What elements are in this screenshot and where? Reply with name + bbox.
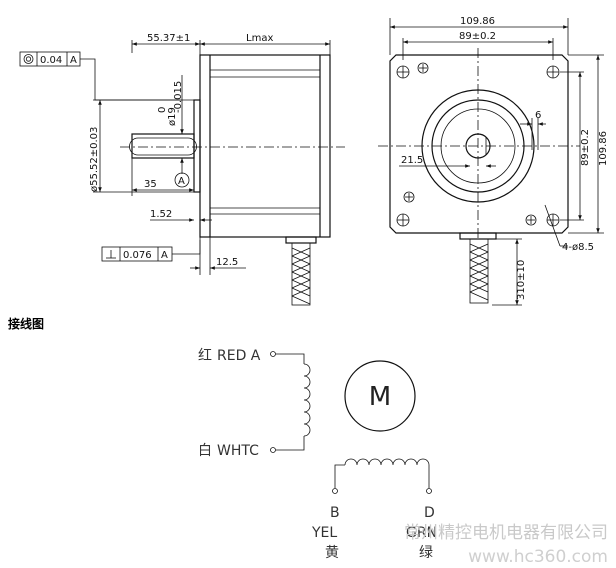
motor-body: [199, 54, 331, 238]
flange-length-label: 55.37±1: [147, 33, 190, 44]
wire-a-label: RED A: [217, 348, 261, 364]
wire-c-label: WHTC: [217, 443, 259, 459]
flange-thickness-label: 1.52: [150, 209, 172, 220]
pilot-tol-upper: 0: [157, 107, 168, 113]
flatness-icon: [23, 54, 34, 64]
perpendicularity-frame: 0.076 A: [101, 240, 201, 262]
flat-depth-label: 21.5: [401, 155, 423, 166]
flatness-ref: A: [70, 55, 77, 66]
lead-wires-front: [469, 238, 489, 304]
hole-spacing-h-label: 89±0.2: [459, 31, 496, 42]
side-view: 0.04 A 55.37±1 Lmax 0 -0.015 ø19: [19, 33, 345, 306]
motor-label: M: [369, 382, 391, 412]
datum-a-marker: [174, 172, 190, 188]
perp-value: 0.076: [123, 250, 152, 261]
overall-width-label: 109.86: [460, 16, 495, 27]
wire-b-cn: 黄: [325, 544, 339, 561]
front-view: 109.86 89±0.2 6: [378, 16, 609, 306]
motor-symbol: [344, 360, 416, 432]
wire-d-cn: 绿: [419, 545, 433, 561]
coil-ac: [270, 351, 311, 453]
lead-length-label: 310±10: [516, 260, 527, 300]
wire-c-cn: 白: [198, 443, 212, 459]
shaft: [131, 133, 195, 159]
wiring-title: 接线图: [8, 316, 44, 331]
pilot: [193, 99, 201, 193]
lead-wires-side: [291, 242, 311, 306]
term-d-label: D: [424, 505, 435, 521]
datum-a-label: A: [178, 176, 185, 187]
pilot-diameter: ø19: [167, 107, 178, 126]
coil-bd: [332, 458, 432, 494]
overall-height-label: 109.86: [598, 131, 609, 166]
watermark-company: 常州精控电机电器有限公司: [404, 523, 608, 543]
wire-b-label: YEL: [311, 525, 337, 541]
flatness-frame: 0.04 A: [19, 51, 180, 101]
front-housing: [389, 54, 569, 234]
body-length-label: Lmax: [246, 33, 273, 44]
watermark-url: www.hc360.com: [468, 547, 608, 567]
shaft-length-label: 35: [144, 179, 157, 190]
perp-ref: A: [161, 250, 168, 261]
shaft-diameter-label: ø55.52±0.03: [89, 127, 100, 192]
mounting-holes: [396, 62, 560, 227]
step-label: 12.5: [216, 257, 238, 268]
wire-a-cn: 红: [198, 348, 212, 364]
flat-width-label: 6: [535, 110, 541, 121]
wire-d-label: GRN: [406, 525, 437, 541]
wiring-diagram: 接线图 红 RED A 白 WHTC M B D YEL GRN 黄 绿: [8, 316, 437, 561]
hole-spacing-v-label: 89±0.2: [580, 129, 591, 166]
term-b-label: B: [330, 505, 340, 521]
holes-label: 4-ø8.5: [562, 242, 594, 253]
flatness-value: 0.04: [40, 55, 62, 66]
pilot-tol-lower: -0.015: [173, 81, 184, 113]
